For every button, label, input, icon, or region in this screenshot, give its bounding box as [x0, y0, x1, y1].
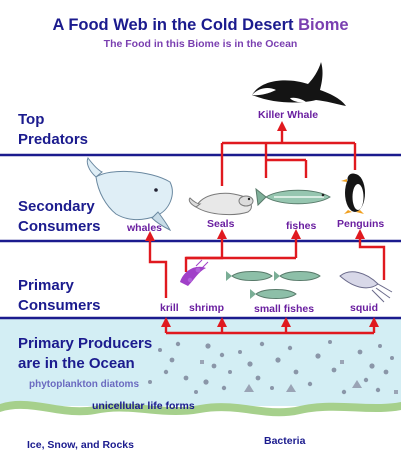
level-label-line: Consumers [18, 217, 101, 237]
title-accent: Biome [298, 16, 348, 34]
level-label-line: Consumers [18, 296, 101, 316]
killer-whale-icon [252, 62, 346, 106]
small-fishes-icon [226, 271, 320, 299]
label-small-fishes: small fishes [254, 303, 314, 315]
label-phytoplankton: phytoplankton diatoms [29, 379, 139, 390]
arrows-primary-to-secondary [150, 234, 384, 298]
level-label-secondary-consumers: Secondary Consumers [18, 197, 101, 237]
label-penguins: Penguins [337, 218, 384, 230]
label-unicellular: unicellular life forms [92, 400, 195, 412]
level-label-line: Primary [18, 276, 101, 296]
label-ice-snow-rocks: Ice, Snow, and Rocks [27, 439, 134, 451]
label-whales: whales [127, 222, 162, 234]
fish-icon [256, 189, 330, 205]
title-main: A Food Web in the Cold Desert [52, 16, 293, 34]
diagram-title: A Food Web in the Cold Desert Biome [0, 16, 401, 35]
label-squid: squid [350, 302, 378, 314]
label-fishes: fishes [286, 220, 316, 232]
label-krill: krill [160, 302, 179, 314]
level-label-top-predators: Top Predators [18, 110, 88, 150]
level-label-line: are in the Ocean [18, 354, 152, 374]
label-shrimp: shrimp [189, 302, 224, 314]
label-killer-whale: Killer Whale [258, 109, 318, 121]
krill-icon [180, 260, 208, 286]
level-label-line: Top [18, 110, 88, 130]
diagram-subtitle: The Food in this Biome is in the Ocean [0, 38, 401, 50]
level-label-primary-producers: Primary Producers are in the Ocean [18, 334, 152, 374]
seal-icon [189, 193, 253, 214]
label-seals: Seals [207, 218, 234, 230]
level-label-line: Secondary [18, 197, 101, 217]
level-label-line: Predators [18, 130, 88, 150]
penguin-icon [341, 174, 365, 215]
level-label-primary-consumers: Primary Consumers [18, 276, 101, 316]
label-bacteria: Bacteria [264, 435, 305, 447]
level-label-line: Primary Producers [18, 334, 152, 354]
